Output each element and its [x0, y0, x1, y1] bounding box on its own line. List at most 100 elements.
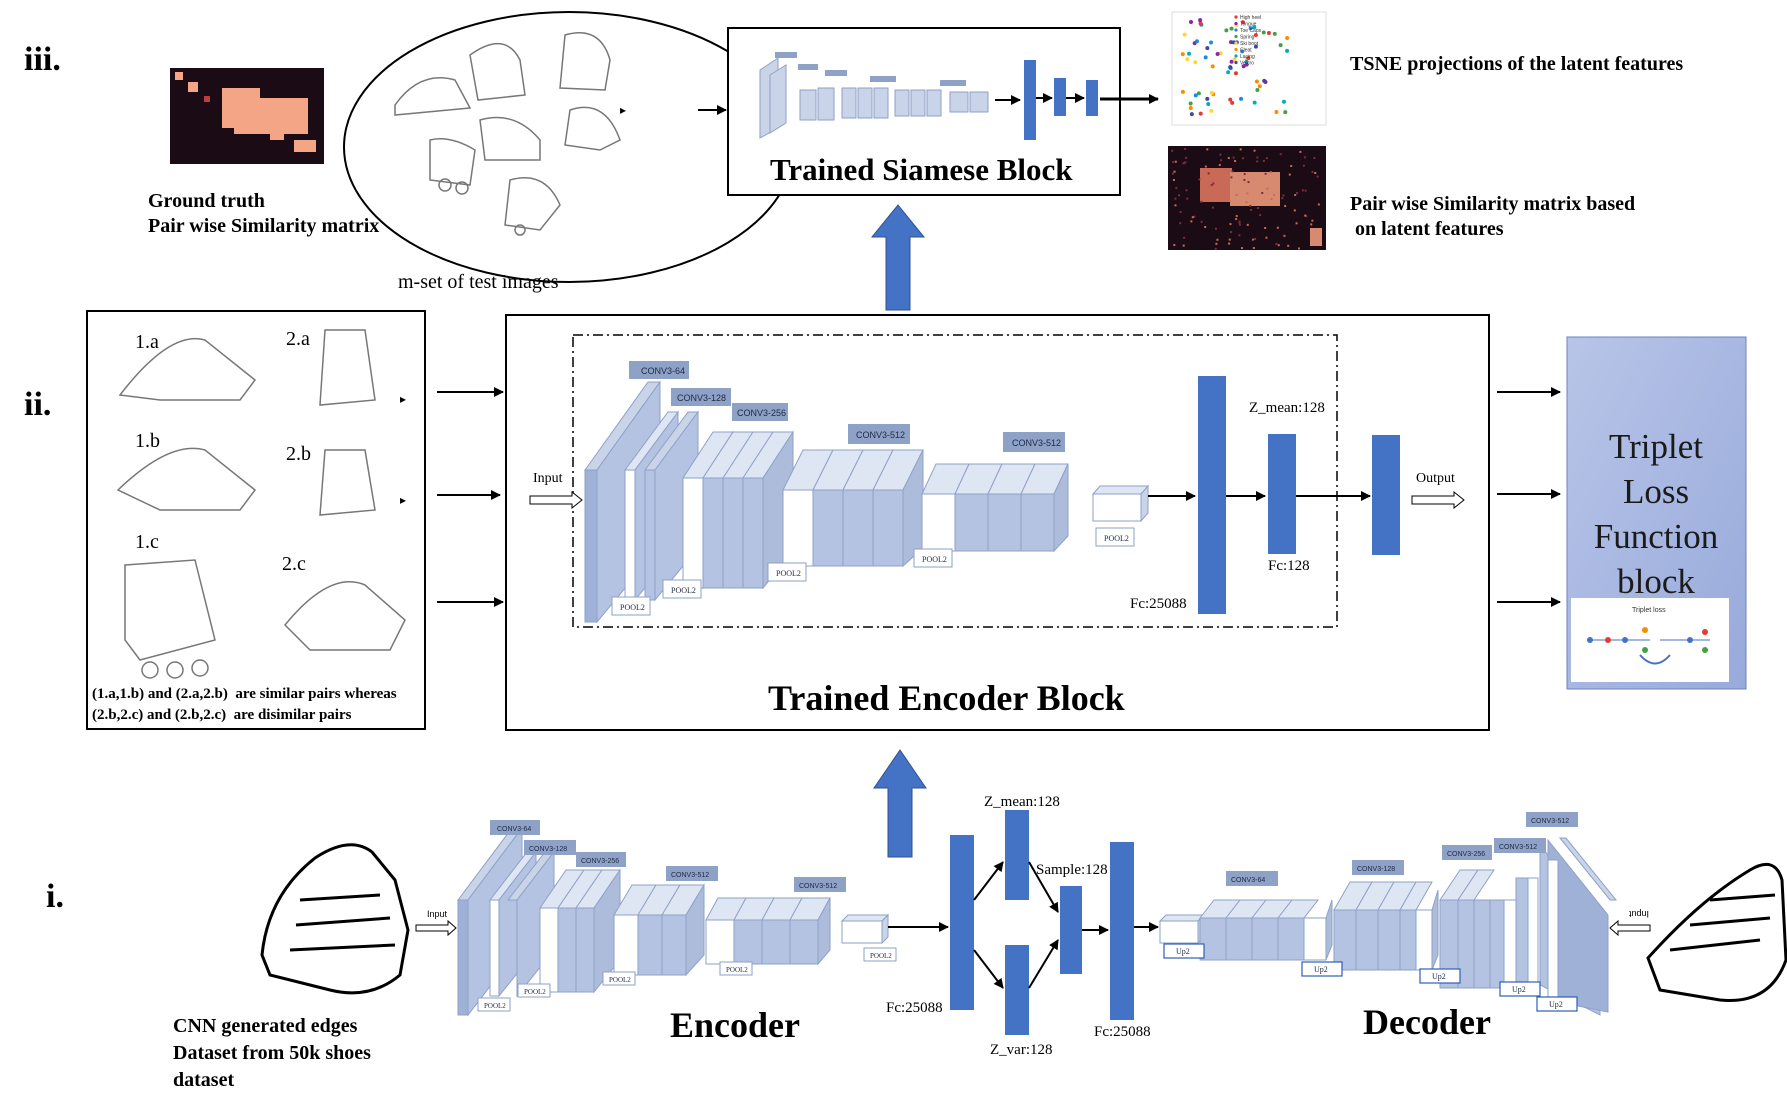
svg-text:CONV3-256: CONV3-256	[581, 858, 619, 865]
similarity-label-2: on latent features	[1350, 218, 1504, 240]
tsne-point	[1272, 31, 1277, 36]
tsne-point	[1266, 30, 1271, 35]
similarity-cell	[1235, 218, 1238, 221]
similarity-cell	[1174, 160, 1177, 163]
tsne-point	[1252, 25, 1257, 30]
tsne-point	[1188, 101, 1193, 106]
svg-text:POOL2: POOL2	[1104, 534, 1129, 543]
similarity-cell	[1238, 223, 1241, 226]
tsne-point	[1233, 71, 1238, 76]
pair-shoe-sketches	[116, 329, 406, 679]
tsne-point	[1246, 56, 1251, 61]
similarity-cell	[1232, 156, 1235, 159]
similarity-cell	[1310, 223, 1313, 226]
similarity-cell	[1177, 194, 1180, 197]
similarity-cell	[1287, 244, 1290, 247]
similarity-cell	[1316, 175, 1319, 178]
tsne-point	[1206, 101, 1211, 106]
test-images-ellipse	[343, 11, 795, 283]
tsne-legend-label: Velcro	[1240, 61, 1254, 67]
tsne-point	[1196, 91, 1201, 96]
similarity-cell	[1198, 178, 1201, 181]
siamese-mini-network	[759, 52, 1098, 140]
similarity-cell	[1265, 157, 1268, 160]
similarity-cell	[1228, 238, 1231, 241]
tsne-point	[1203, 55, 1208, 60]
similarity-cell	[1259, 214, 1262, 217]
encoder-title: Trained Encoder Block	[768, 678, 1125, 718]
pair-1b: 1.b	[135, 430, 160, 452]
triplet-inset: Triplet loss	[1571, 598, 1729, 682]
similarity-cell	[1283, 234, 1286, 237]
row-label-i: i.	[46, 878, 64, 915]
similarity-cell	[1214, 247, 1217, 250]
similarity-cell	[1279, 153, 1282, 156]
similarity-cell	[1212, 182, 1215, 185]
similarity-cell	[1231, 170, 1234, 173]
similarity-cell	[1223, 182, 1226, 185]
vae-fc-left-label: Fc:25088	[886, 1000, 943, 1016]
vae-sample	[1060, 886, 1082, 974]
svg-text:CONV3-512: CONV3-512	[1531, 818, 1569, 825]
similarity-cell	[1200, 220, 1203, 223]
similarity-cell	[1179, 211, 1182, 214]
similarity-cell	[1182, 244, 1185, 247]
tsne-point	[1209, 40, 1214, 45]
similarity-cell	[1210, 183, 1213, 186]
similarity-cell	[1243, 173, 1246, 176]
tsne-point	[1254, 79, 1259, 84]
triplet-line-4: block	[1617, 562, 1695, 601]
similarity-cell	[1252, 246, 1255, 249]
tsne-legend-marker	[1234, 54, 1238, 58]
vae-z-var	[1005, 945, 1029, 1035]
similarity-cell	[1227, 157, 1230, 160]
vae-input-arrow	[415, 919, 457, 937]
triplet-line-2: Loss	[1623, 472, 1689, 511]
similarity-cell	[1179, 222, 1182, 225]
tsne-point	[1261, 30, 1266, 35]
tsne-point	[1274, 109, 1279, 114]
row-label-iii: iii.	[24, 41, 61, 78]
tsne-legend-label: Ski boot	[1240, 41, 1259, 47]
similarity-cell	[1282, 194, 1285, 197]
tsne-point	[1185, 57, 1190, 62]
tsne-point	[1215, 51, 1220, 56]
marker-2b: ▸	[400, 493, 406, 507]
similarity-cell	[1184, 148, 1187, 151]
tsne-point	[1224, 28, 1229, 33]
similarity-cell	[1238, 221, 1241, 224]
svg-text:CONV3-512: CONV3-512	[799, 883, 837, 890]
row-label-ii: ii.	[24, 386, 51, 423]
vae-output-arrow	[1609, 919, 1651, 937]
pair-2a: 2.a	[286, 328, 310, 350]
similarity-cell	[1238, 220, 1241, 223]
vae-fc-right-label: Fc:25088	[1094, 1024, 1151, 1040]
similarity-cell	[1299, 150, 1302, 153]
similarity-cell	[1266, 187, 1269, 190]
tsne-point	[1194, 39, 1199, 44]
similarity-cell	[1276, 226, 1279, 229]
tsne-point	[1281, 99, 1286, 104]
similarity-cell	[1262, 159, 1265, 162]
enc-conv-labels: CONV3-64 CONV3-128 CONV3-256 CONV3-512 C…	[629, 361, 1065, 452]
similarity-cell	[1293, 209, 1296, 212]
tsne-point	[1229, 26, 1234, 31]
svg-text:CONV3-512: CONV3-512	[1499, 844, 1537, 851]
svg-text:POOL2: POOL2	[726, 966, 748, 974]
triplet-line-3: Function	[1594, 517, 1718, 556]
similarity-cell	[1265, 236, 1268, 239]
vae-input-label: Input	[427, 909, 448, 919]
decoder-label: Decoder	[1363, 1002, 1491, 1042]
similarity-cell	[1301, 189, 1304, 192]
tsne-point	[1240, 20, 1245, 25]
similarity-cell	[1314, 172, 1317, 175]
tsne-legend-label: Spring	[1240, 35, 1255, 41]
similarity-cell	[1218, 163, 1221, 166]
similarity-cell	[1175, 186, 1178, 189]
pairs-caption-2: (2.b,2.c) and (2.b,2.c) are disimilar pa…	[92, 707, 352, 723]
svg-text:Triplet loss: Triplet loss	[1632, 607, 1666, 614]
svg-text:CONV3-512: CONV3-512	[671, 872, 709, 879]
tsne-legend-label: Tongue	[1240, 22, 1257, 28]
tsne-point	[1188, 105, 1193, 110]
svg-text:CONV3-64: CONV3-64	[641, 366, 685, 376]
